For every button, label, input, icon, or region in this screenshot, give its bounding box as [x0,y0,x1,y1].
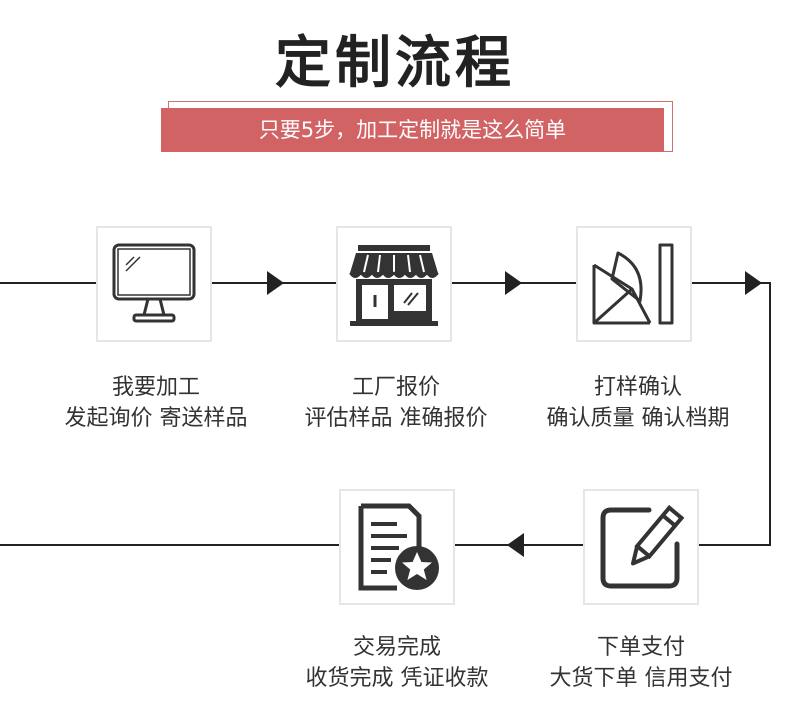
step-5-caption: 交易完成 收货完成 凭证收款 [277,632,517,694]
step-4-caption: 下单支付 大货下单 信用支付 [521,632,761,694]
arrow-right-2 [505,271,522,295]
sample-confirm-icon [592,243,674,325]
step-4-desc: 大货下单 信用支付 [549,666,733,691]
step-2-box [336,226,452,342]
step-5-desc: 收货完成 凭证收款 [305,666,489,691]
step-1-title: 我要加工 [111,375,200,400]
arrow-right-3 [745,271,762,295]
step-3-title: 打样确认 [593,375,682,400]
step-2-caption: 工厂报价 评估样品 准确报价 [276,372,516,434]
arrow-left-4 [507,533,524,557]
step-5-title: 交易完成 [352,635,441,660]
page-title: 定制流程 [275,31,515,96]
document-star-icon [358,503,439,591]
step-2-title: 工厂报价 [351,375,440,400]
step-1-box [96,226,212,342]
step-4-box [583,489,699,605]
step-4-title: 下单支付 [596,635,685,660]
step-1-desc: 发起询价 寄送样品 [64,406,248,431]
pen-edit-icon [600,504,685,589]
monitor-icon [112,243,196,323]
step-3-desc: 确认质量 确认档期 [546,406,730,431]
step-1-caption: 我要加工 发起询价 寄送样品 [36,372,276,434]
step-3-box [576,226,692,342]
step-3-caption: 打样确认 确认质量 确认档期 [518,372,758,434]
arrow-right-1 [267,271,284,295]
step-5-box [339,489,455,605]
step-2-desc: 评估样品 准确报价 [304,406,488,431]
storefront-icon [349,245,439,326]
subtitle-banner: 只要5步，加工定制就是这么简单 [161,108,664,152]
